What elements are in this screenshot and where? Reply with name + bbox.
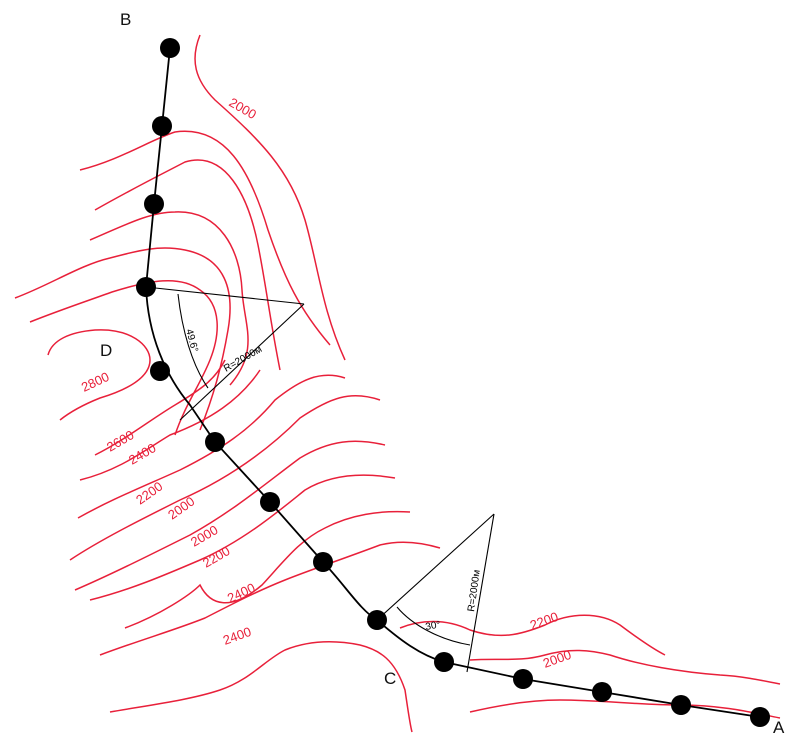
point-label-d: D [100,341,112,360]
contour-label: 2200 [200,543,233,570]
route-station [367,610,387,630]
contour-line [79,369,261,481]
contour-label: 2000 [165,494,197,523]
route-station [136,277,156,297]
contour-label: 2000 [541,647,573,671]
route-station [671,695,691,715]
angle-label-lower: 30° [425,619,442,632]
route-station [150,361,170,381]
contour-line [99,541,441,656]
route-station [144,194,164,214]
contour-line [89,474,396,601]
route-station [592,682,612,702]
contour-label: 2800 [79,369,112,395]
route-station [152,116,172,136]
radius-line [179,303,305,421]
contour-line [469,699,781,719]
angle-label-upper: 49.6° [183,328,200,354]
tangent-line [145,286,305,305]
radius-line [466,513,495,673]
contour-line [74,440,386,591]
contour-line [194,34,346,361]
point-label-c: C [384,669,396,688]
route-station [513,669,533,689]
contour-line [29,280,218,436]
route-station [313,552,333,572]
contour-line [124,510,411,629]
route-station [434,652,454,672]
contour-label: 2400 [126,440,159,467]
contour-line [399,614,666,656]
point-label-a: A [773,718,785,735]
contour-label: 2200 [133,479,165,508]
contour-label: 2400 [221,624,253,648]
curve-geometry: R=2000м 49.6° R=2000м 30° [145,286,495,673]
contour-line [89,211,249,386]
route-station [750,707,770,727]
point-labels: B D C A [100,10,785,735]
contour-label: 2000 [188,522,221,549]
contour-line [94,159,281,371]
contour-labels: 2000 2800 2600 2400 2200 2000 2000 2200 … [79,95,573,671]
contour-line [469,649,781,685]
radius-label-upper: R=2000м [222,344,264,375]
contour-line [47,329,151,421]
tangent-line [376,513,495,621]
contour-line [79,130,331,346]
contour-label: 2000 [227,95,260,122]
angle-arc [177,293,209,389]
route-line [145,47,761,718]
angle-arc [396,606,471,646]
contour-label: 2400 [225,580,258,606]
contour-label: 2200 [528,609,560,633]
contour-line [14,247,231,431]
contour-line [94,359,226,456]
route-station [205,432,225,452]
contour-lines [14,34,781,733]
point-label-b: B [120,10,131,29]
route-station [160,38,180,58]
contour-line [109,640,413,733]
route-station [260,492,280,512]
route-stations [136,38,770,727]
